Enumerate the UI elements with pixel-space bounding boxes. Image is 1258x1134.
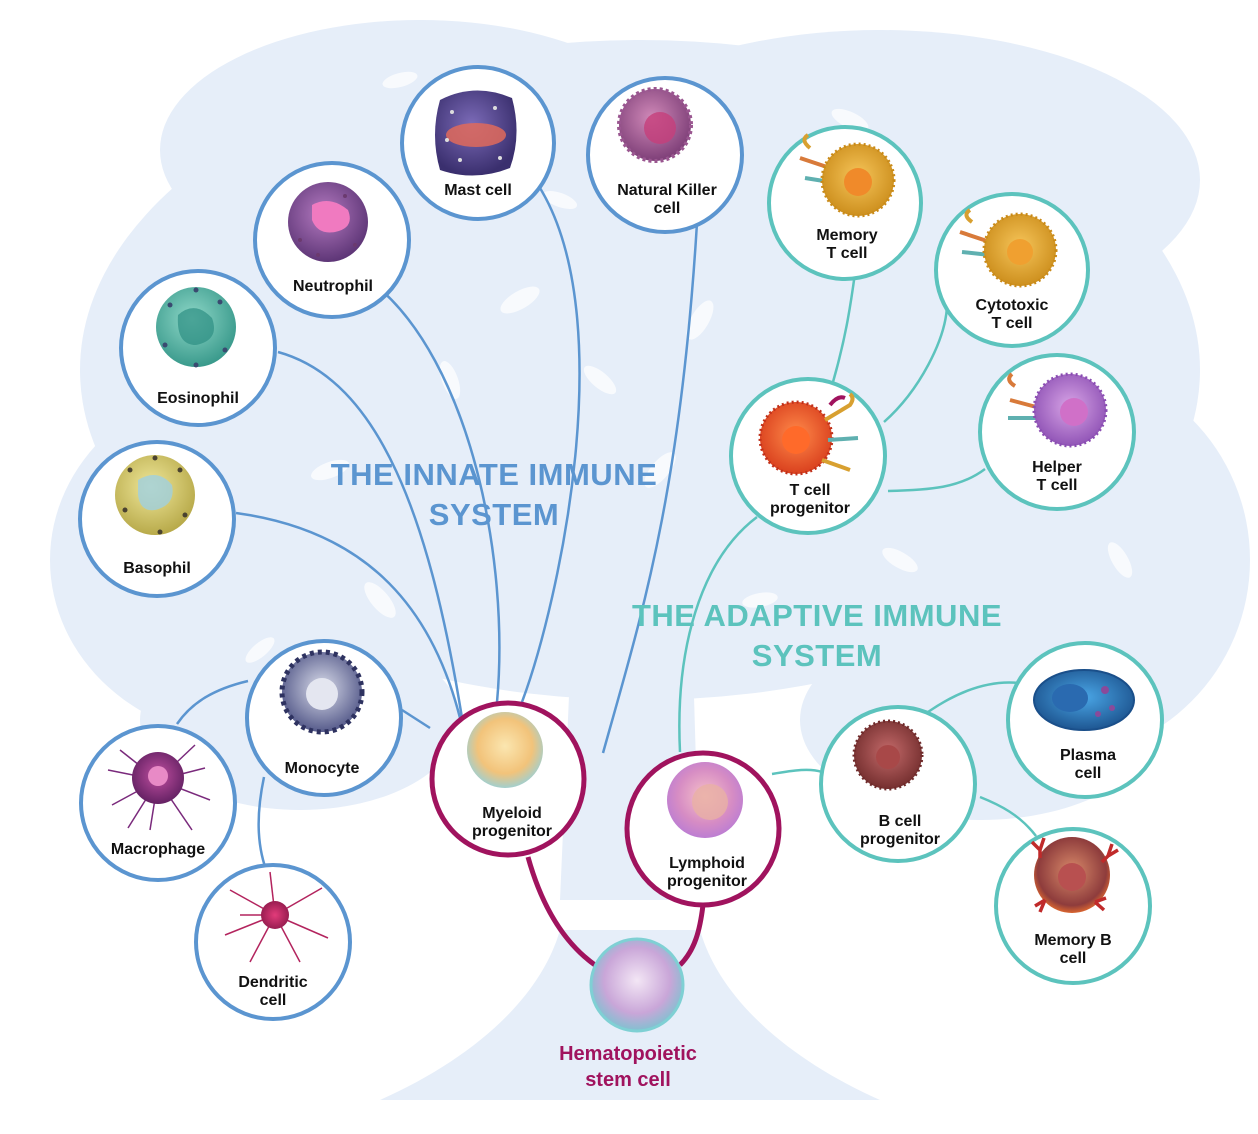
myeloid-progenitor-label: Myeloid progenitor — [472, 805, 552, 840]
stem-cell-icon — [589, 937, 685, 1033]
basophil-label: Basophil — [123, 560, 191, 577]
memory-t-cell-icon — [799, 133, 896, 218]
innate-system-title: THE INNATE IMMUNE SYSTEM — [330, 457, 658, 532]
plasma-cell-icon — [1033, 669, 1135, 731]
monocyte-label: Monocyte — [284, 760, 360, 777]
lymphoid-progenitor-label: Lymphoid progenitor — [667, 855, 747, 890]
basophil-icon — [115, 455, 195, 535]
plasma-cell-label: Plasma cell — [1059, 747, 1117, 782]
nk-cell-label: Natural Killer cell — [617, 182, 717, 217]
t-cell-progenitor-icon — [758, 392, 859, 476]
monocyte-icon — [279, 649, 365, 735]
progenitor-connectors — [525, 856, 706, 968]
innate-connectors — [175, 187, 699, 876]
mast-cell-icon — [435, 90, 517, 176]
cytotoxic-t-cell-label: Cytotoxic T cell — [975, 297, 1049, 332]
eosinophil-icon — [156, 287, 236, 368]
lymphoid-progenitor-icon — [667, 762, 743, 838]
t-cell-progenitor-label: T cell progenitor — [770, 482, 850, 517]
dendritic-cell-label: Dendritic cell — [238, 974, 308, 1009]
adaptive-system-title: THE ADAPTIVE IMMUNE SYSTEM — [631, 598, 1003, 673]
helper-t-cell-icon — [1007, 372, 1108, 448]
dendritic-cell-circle — [194, 863, 352, 1021]
myeloid-progenitor-icon — [467, 712, 543, 788]
stem-cell-label: Hematopoietic stem cell — [559, 1043, 697, 1091]
macrophage-icon — [107, 744, 211, 831]
cytotoxic-t-cell-icon — [959, 208, 1058, 288]
nk-cell-icon — [617, 87, 693, 163]
mast-cell-label: Mast cell — [444, 182, 512, 199]
neutrophil-icon — [288, 182, 368, 262]
helper-t-cell-label: Helper T cell — [1032, 459, 1082, 494]
neutrophil-label: Neutrophil — [293, 278, 373, 295]
dendritic-cell-icon — [224, 871, 329, 963]
eosinophil-label: Eosinophil — [157, 390, 239, 407]
memory-b-cell-icon — [1030, 837, 1119, 913]
memory-t-cell-label: Memory T cell — [816, 227, 878, 262]
memory-b-cell-label: Memory B cell — [1034, 932, 1112, 967]
macrophage-label: Macrophage — [110, 841, 206, 858]
b-cell-progenitor-label: B cell progenitor — [860, 813, 940, 848]
b-cell-progenitor-icon — [852, 719, 924, 791]
adaptive-connectors — [678, 272, 1037, 837]
